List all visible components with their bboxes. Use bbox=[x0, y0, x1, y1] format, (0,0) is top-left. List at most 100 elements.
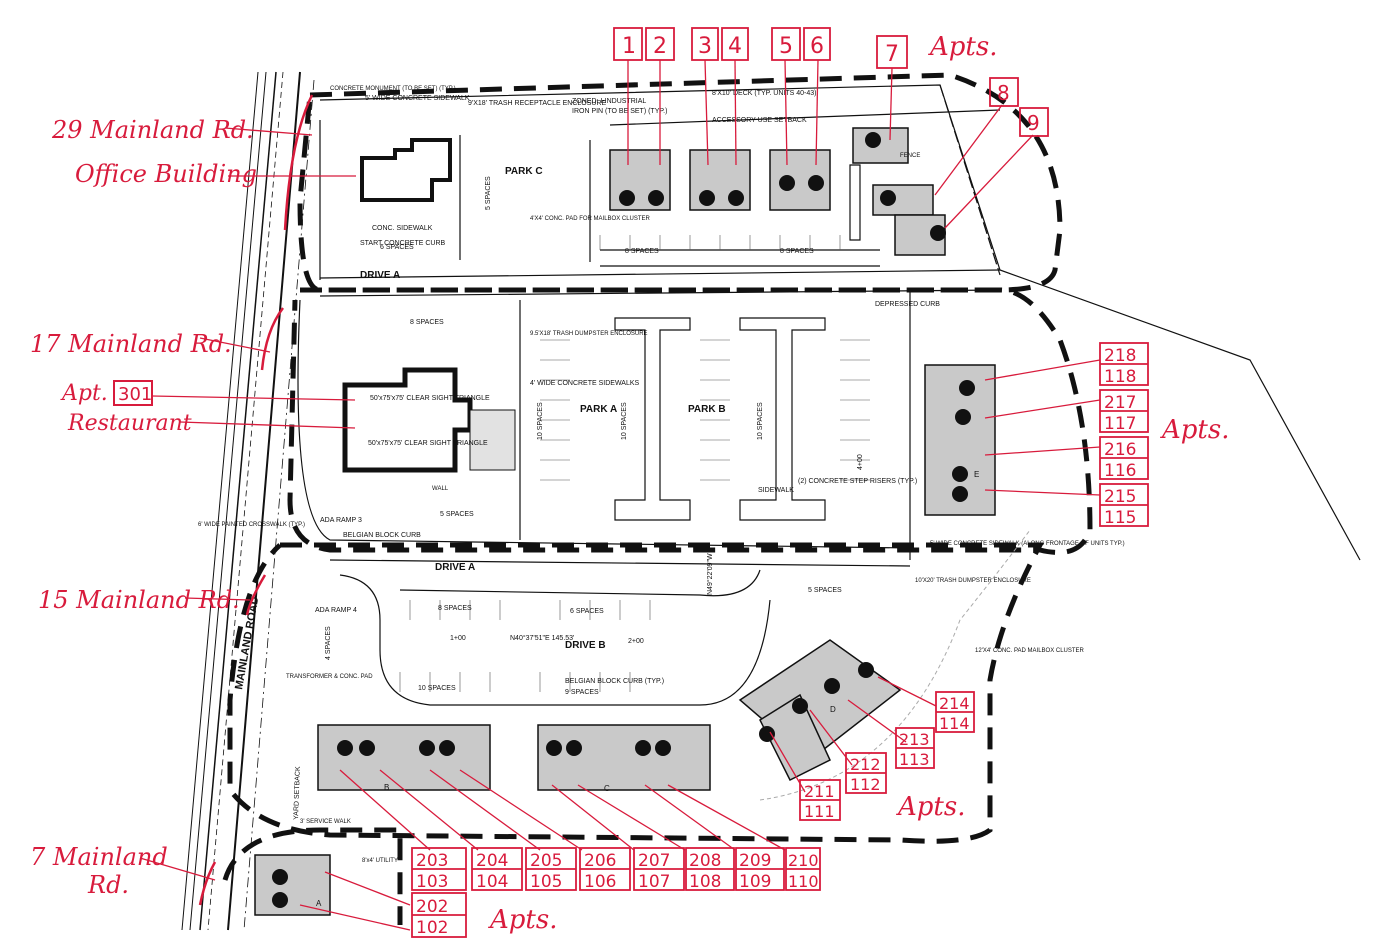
utility-label: 8'x4' UTILITY bbox=[362, 858, 398, 864]
unit-upper-label: 215 bbox=[1104, 487, 1136, 507]
ada-ramp-4-label: ADA RAMP 4 bbox=[315, 607, 357, 614]
right-unit-numbers: 218 118 217 117 216 116 215 115 bbox=[1104, 346, 1136, 528]
office-label: Office Building bbox=[75, 160, 257, 188]
unit-lower-label: 117 bbox=[1104, 414, 1136, 434]
crosswalk-label: 6' WIDE PAINTED CROSSWALK (TYP.) bbox=[198, 522, 305, 528]
park-a-label: PARK A bbox=[580, 404, 617, 415]
apt-prefix-label: Apt. bbox=[60, 381, 108, 406]
spaces-label: 8 SPACES bbox=[410, 319, 444, 326]
parcel-mark-17 bbox=[260, 307, 284, 371]
unit-upper-label: 217 bbox=[1104, 393, 1136, 413]
trash-c-label: 9'X18' TRASH RECEPTACLE ENCLOSURE bbox=[468, 100, 607, 107]
zoned-label: ZONED: I-INDUSTRIAL bbox=[572, 98, 646, 105]
apts-top-label: Apts. bbox=[928, 32, 997, 62]
parcel-mark-29 bbox=[283, 94, 314, 231]
station-label: 2+00 bbox=[628, 638, 644, 645]
unit-lower-label: 109 bbox=[739, 872, 771, 892]
unit-lower-label: 105 bbox=[530, 872, 562, 892]
drive-a-top-label: DRIVE A bbox=[360, 270, 400, 281]
unit-lower-label: 114 bbox=[939, 714, 970, 733]
parcel-mark-15 bbox=[245, 574, 267, 616]
unit-upper-label: 207 bbox=[638, 851, 670, 871]
conc-monument-label: CONCRETE MONUMENT (TO BE SET) (TYP.) bbox=[330, 86, 456, 92]
start-curb-label: START CONCRETE CURB bbox=[360, 240, 446, 247]
unit-lower-label: 107 bbox=[638, 872, 670, 892]
annotation-arrows bbox=[139, 59, 1101, 931]
bottom-unit-numbers: 203 103 204 104 205 105 206 106 207 107 … bbox=[416, 851, 819, 938]
building-letter-a: A bbox=[316, 899, 322, 908]
d-unit-numbers: 214 114 213 113 212 112 211 111 bbox=[804, 694, 970, 821]
trash-e-label: 10'X20' TRASH DUMPSTER ENCLOSURE bbox=[915, 578, 1031, 584]
unit-upper-label: 209 bbox=[739, 851, 771, 871]
apt-301-label: 301 bbox=[118, 384, 152, 405]
unit-8-label: 8 bbox=[997, 81, 1010, 105]
spaces-label: 5 SPACES bbox=[440, 511, 474, 518]
spaces-label: 10 SPACES bbox=[621, 402, 628, 440]
parking-stalls bbox=[399, 235, 870, 692]
unit-lower-label: 112 bbox=[850, 775, 881, 794]
depressed-curb-label: DEPRESSED CURB bbox=[875, 301, 940, 308]
transformer-label: TRANSFORMER & CONC. PAD bbox=[286, 674, 373, 680]
unit-lower-label: 113 bbox=[899, 750, 930, 769]
addr-29-label: 29 Mainland Rd. bbox=[51, 116, 254, 144]
building-letter-d: D bbox=[830, 705, 836, 714]
unit-upper-label: 216 bbox=[1104, 440, 1136, 460]
unit-lower-label: 116 bbox=[1104, 461, 1136, 481]
unit-lower-label: 103 bbox=[416, 872, 448, 892]
bearing-1-label: N40°37'51"E 145.53' bbox=[510, 634, 574, 642]
sight-triangle-2: 50'x75'x75' CLEAR SIGHT TRIANGLE bbox=[368, 440, 488, 447]
spaces-label: 5 SPACES bbox=[485, 176, 492, 210]
unit-upper-label: 205 bbox=[530, 851, 562, 871]
spaces-label: 6 SPACES bbox=[570, 608, 604, 615]
addr-7-label-line2: Rd. bbox=[87, 871, 129, 899]
mailbox-c-label: 4'X4' CONC. PAD FOR MAILBOX CLUSTER bbox=[530, 216, 651, 222]
unit-4-label: 4 bbox=[728, 34, 742, 59]
park-b-label: PARK B bbox=[688, 404, 726, 415]
addr-7-label-line1: 7 Mainland bbox=[30, 843, 168, 871]
unit-1-label: 1 bbox=[622, 34, 636, 59]
park-c-label: PARK C bbox=[505, 166, 543, 177]
sidewalk-word-label: SIDEWALK bbox=[758, 487, 794, 494]
belgian-curb-label: BELGIAN BLOCK CURB (TYP.) bbox=[565, 678, 664, 685]
office-building bbox=[360, 138, 452, 202]
unit-6-label: 6 bbox=[810, 34, 824, 59]
unit-upper-label: 206 bbox=[584, 851, 616, 871]
top-unit-boxes bbox=[613, 27, 1049, 137]
red-annotations: 29 Mainland Rd. Office Building 1 7 Mainl… bbox=[30, 27, 1229, 938]
spaces-label: 5 SPACES bbox=[808, 587, 842, 594]
apts-right-label: Apts. bbox=[1160, 415, 1229, 445]
unit-upper-label: 204 bbox=[476, 851, 508, 871]
station-label: 1+00 bbox=[450, 635, 466, 642]
right-unit-boxes bbox=[1099, 342, 1149, 527]
unit-7-label: 7 bbox=[885, 42, 899, 67]
lot-boundary bbox=[319, 84, 1361, 561]
station-label: 4+00 bbox=[857, 454, 864, 470]
spaces-label: 6 SPACES bbox=[380, 244, 414, 251]
service-walk-label: 3' SERVICE WALK bbox=[300, 819, 351, 825]
parking-islands bbox=[614, 164, 861, 521]
unit-upper-label: 211 bbox=[804, 782, 835, 801]
unit-upper-label: 214 bbox=[939, 694, 970, 713]
spaces-label: 8 SPACES bbox=[625, 248, 659, 255]
apts-d-label: Apts. bbox=[896, 792, 965, 822]
unit-5-label: 5 bbox=[779, 34, 793, 59]
yard-setback-label: YARD SETBACK bbox=[293, 766, 302, 820]
restaurant-building bbox=[342, 367, 473, 473]
unit-upper-label: 203 bbox=[416, 851, 448, 871]
unit-lower-label: 104 bbox=[476, 872, 508, 892]
fence-label: FENCE bbox=[900, 153, 920, 159]
tree-line bbox=[759, 529, 1031, 801]
top-unit-numbers: 1 2 3 4 5 6 7 8 9 bbox=[622, 34, 1040, 135]
unit-upper-label: 218 bbox=[1104, 346, 1136, 366]
unit-lower-label: 110 bbox=[788, 872, 819, 891]
conc-sidewalk-label: CONC. SIDEWALK bbox=[372, 225, 433, 232]
iron-pin-label: IRON PIN (TO BE SET) (TYP.) bbox=[572, 108, 667, 115]
unit-upper-label: 213 bbox=[899, 730, 930, 749]
sidewalk-4-label: 4' WIDE CONCRETE SIDEWALKS bbox=[530, 380, 640, 387]
spaces-label: 4 SPACES bbox=[325, 626, 332, 660]
unit-lower-label: 111 bbox=[804, 802, 835, 821]
deck-label: 8'X10' DECK (TYP. UNITS 40-43) bbox=[712, 90, 816, 97]
parcel-mark-7 bbox=[198, 861, 217, 906]
ada-ramp-3-label: ADA RAMP 3 bbox=[320, 517, 362, 524]
